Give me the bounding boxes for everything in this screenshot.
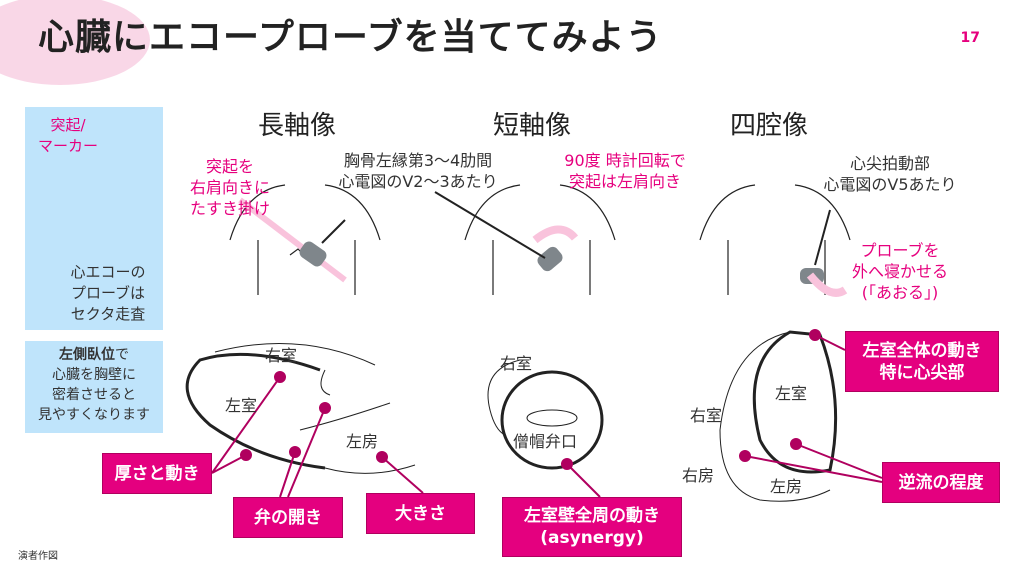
caption-line: セクタ走査 — [70, 305, 146, 323]
note-line: 右肩向きに — [189, 178, 270, 197]
tag-valve-opening: 弁の開き — [233, 497, 343, 538]
position-bold: 左側臥位 — [59, 347, 115, 363]
long-axis-pink-note: 突起を右肩向きにたすき掛け — [185, 156, 275, 219]
marker-label-line: 突起/ — [50, 116, 86, 134]
note-line: 外へ寝かせる — [851, 262, 948, 281]
position-line: 密着させると — [52, 387, 136, 403]
caption-line: 心エコーの — [70, 263, 146, 281]
label-lv-long: 左室 — [225, 396, 258, 415]
note-line: たすき掛け — [189, 199, 270, 218]
label-la-4ch: 左房 — [770, 477, 803, 496]
long-axis-note: 胸骨左縁第3～4肋間心電図のV2～3あたり — [318, 150, 518, 192]
tag-regurgitation: 逆流の程度 — [882, 462, 1000, 503]
note-line: プローブを — [860, 241, 940, 260]
page-number: 17 — [960, 30, 980, 46]
marker-label-line: マーカー — [37, 137, 98, 155]
label-rv-long: 右室 — [265, 346, 298, 365]
position-line: 見やすくなります — [38, 407, 150, 423]
tag-line: 左室壁全周の動き — [524, 506, 660, 526]
note-line: 突起は左肩向き — [568, 172, 681, 191]
tag-apex-motion: 左室全体の動き特に心尖部 — [845, 331, 999, 392]
four-chamber-note: 心尖拍動部心電図のV5あたり — [805, 153, 975, 195]
tag-line: 左室全体の動き — [862, 340, 982, 361]
heading-four-chamber: 四腔像 — [730, 111, 809, 141]
credit: 演者作図 — [18, 551, 58, 562]
tag-size: 大きさ — [366, 493, 475, 534]
page-title: 心臓にエコープローブを当ててみよう — [38, 17, 663, 58]
label-lv-4ch: 左室 — [775, 384, 808, 403]
position-line: 心臓を胸壁に — [52, 367, 136, 383]
label-rv-short: 右室 — [500, 354, 533, 373]
note-line: 心電図のV2～3あたり — [338, 172, 498, 191]
note-line: 胸骨左縁第3～4肋間 — [343, 151, 493, 170]
probe-info-panel: 突起/マーカー 心エコーのプローブはセクタ走査 — [25, 107, 163, 330]
heading-long-axis: 長軸像 — [258, 111, 337, 141]
tag-thickness-motion: 厚さと動き — [102, 453, 212, 494]
note-line: 心電図のV5あたり — [823, 175, 957, 194]
label-rv-4ch: 右室 — [690, 406, 723, 425]
note-line: (「あおる」) — [861, 283, 939, 302]
tag-line: (asynergy) — [540, 528, 644, 548]
short-axis-pink-note: 90度 時計回転で突起は左肩向き — [545, 150, 705, 192]
label-ra-4ch: 右房 — [682, 466, 715, 485]
marker-label: 突起/マーカー — [33, 115, 103, 157]
position-info-panel: 左側臥位で 心臓を胸壁に 密着させると 見やすくなります — [25, 341, 163, 433]
note-line: 突起を — [205, 157, 254, 176]
position-rest: で — [115, 347, 129, 363]
note-line: 心尖拍動部 — [849, 154, 930, 173]
probe-caption: 心エコーのプローブはセクタ走査 — [53, 262, 163, 325]
four-chamber-pink-note: プローブを外へ寝かせる (「あおる」) — [840, 240, 960, 303]
caption-line: プローブは — [70, 284, 146, 302]
heading-short-axis: 短軸像 — [493, 111, 572, 141]
label-la-long: 左房 — [346, 432, 379, 451]
note-line: 90度 時計回転で — [564, 151, 686, 170]
tag-line: 特に心尖部 — [879, 362, 965, 383]
tag-wall-motion: 左室壁全周の動き(asynergy) — [502, 497, 682, 557]
label-mitral-orifice: 僧帽弁口 — [513, 432, 578, 451]
